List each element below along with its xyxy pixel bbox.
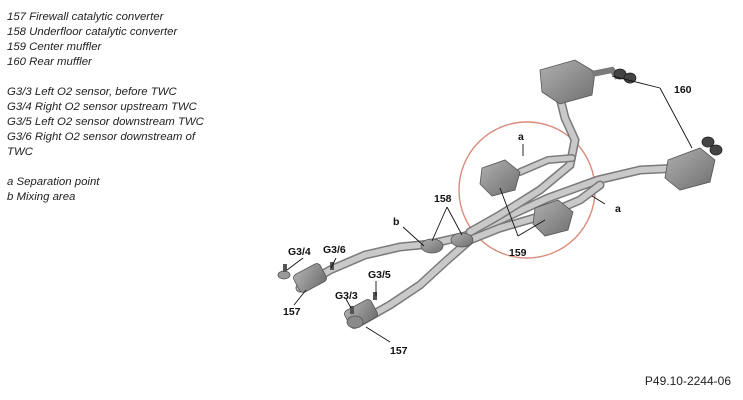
pipe-upper-center (516, 154, 576, 176)
callout-g33: G3/3 (335, 290, 358, 302)
firewall-catalyst-right (277, 263, 327, 293)
leader-lines (286, 75, 693, 343)
center-muffler-lower (532, 199, 574, 237)
callout-g36: G3/6 (323, 244, 346, 256)
legend-item: G3/3 Left O2 sensor, before TWC (7, 86, 177, 98)
callout-158: 158 (434, 193, 452, 205)
legend-components: 157 Firewall catalytic converter 158 Und… (7, 10, 242, 70)
legend: 157 Firewall catalytic converter 158 Und… (7, 10, 242, 220)
callout-157-bottom: 157 (390, 345, 408, 357)
callout-159: 159 (509, 247, 527, 259)
legend-points: a Separation point b Mixing area (7, 175, 242, 205)
legend-item: 159 Center muffler (7, 41, 102, 53)
callout-b: b (393, 216, 399, 228)
figure-id: P49.10-2244-06 (644, 374, 731, 388)
center-muffler-upper (479, 159, 521, 197)
legend-item: 160 Rear muffler (7, 56, 92, 68)
callout-g34: G3/4 (288, 246, 311, 258)
legend-sensors: G3/3 Left O2 sensor, before TWC G3/4 Rig… (7, 85, 242, 160)
callout-157-left: 157 (283, 306, 301, 318)
callout-a-top: a (518, 131, 524, 143)
legend-item: G3/4 Right O2 sensor upstream TWC (7, 101, 197, 113)
legend-item: TWC (7, 146, 33, 158)
rear-muffler-lower (664, 136, 723, 191)
firewall-catalyst-left (344, 299, 378, 329)
callout-a-right: a (615, 203, 621, 215)
callout-160: 160 (674, 84, 692, 96)
o2-sensor-g35 (373, 292, 377, 300)
o2-sensor-g33 (350, 306, 354, 314)
legend-item: 158 Underfloor catalytic converter (7, 26, 178, 38)
rear-muffler-upper (539, 59, 637, 105)
legend-item: G3/5 Left O2 sensor downstream TWC (7, 116, 204, 128)
legend-item: b Mixing area (7, 191, 76, 203)
underfloor-catalyst (420, 232, 474, 254)
legend-item: a Separation point (7, 176, 100, 188)
o2-sensor-g34 (283, 264, 287, 272)
callout-g35: G3/5 (368, 269, 391, 281)
legend-item: 157 Firewall catalytic converter (7, 11, 164, 23)
legend-item: G3/6 Right O2 sensor downstream of (7, 131, 196, 143)
pipe-upper-rear (465, 93, 580, 237)
